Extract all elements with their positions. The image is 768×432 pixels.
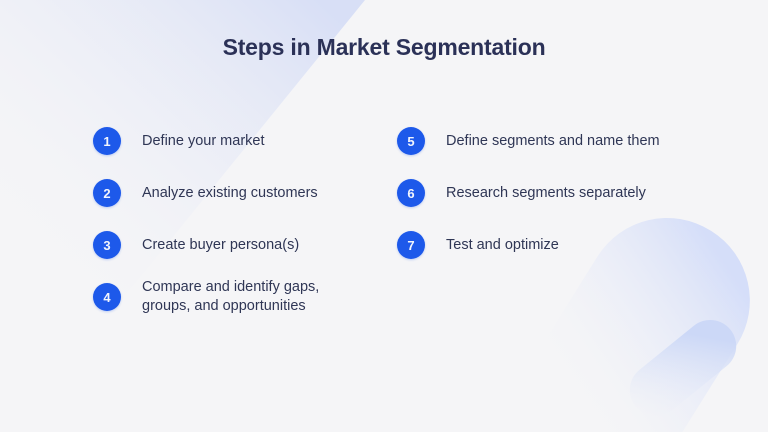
step-label: Compare and identify gaps, groups, and o… bbox=[142, 279, 320, 314]
step-number-badge: 6 bbox=[397, 179, 425, 207]
step-label: Create buyer persona(s) bbox=[142, 236, 300, 253]
step-item-2: 2 Analyze existing customers bbox=[93, 173, 318, 213]
step-number-badge: 5 bbox=[397, 127, 425, 155]
step-label: Define segments and name them bbox=[446, 132, 660, 149]
step-label: Define your market bbox=[142, 132, 265, 149]
pill-shape bbox=[629, 319, 737, 417]
corner-wedge-shape bbox=[0, 0, 365, 432]
step-item-4: 4 Compare and identify gaps, groups, and… bbox=[93, 277, 337, 317]
step-number-badge: 1 bbox=[93, 127, 121, 155]
step-number-badge: 3 bbox=[93, 231, 121, 259]
step-item-6: 6 Research segments separately bbox=[397, 173, 646, 213]
step-label: Test and optimize bbox=[446, 236, 559, 253]
step-number-badge: 7 bbox=[397, 231, 425, 259]
step-number-badge: 2 bbox=[93, 179, 121, 207]
step-item-5: 5 Define segments and name them bbox=[397, 121, 660, 161]
blob-shape bbox=[512, 218, 750, 432]
step-item-3: 3 Create buyer persona(s) bbox=[93, 225, 299, 265]
step-label: Research segments separately bbox=[446, 184, 646, 201]
step-item-7: 7 Test and optimize bbox=[397, 225, 559, 265]
step-number-badge: 4 bbox=[93, 283, 121, 311]
step-item-1: 1 Define your market bbox=[93, 121, 265, 161]
page-title: Steps in Market Segmentation bbox=[222, 34, 546, 60]
step-label: Analyze existing customers bbox=[142, 184, 318, 201]
